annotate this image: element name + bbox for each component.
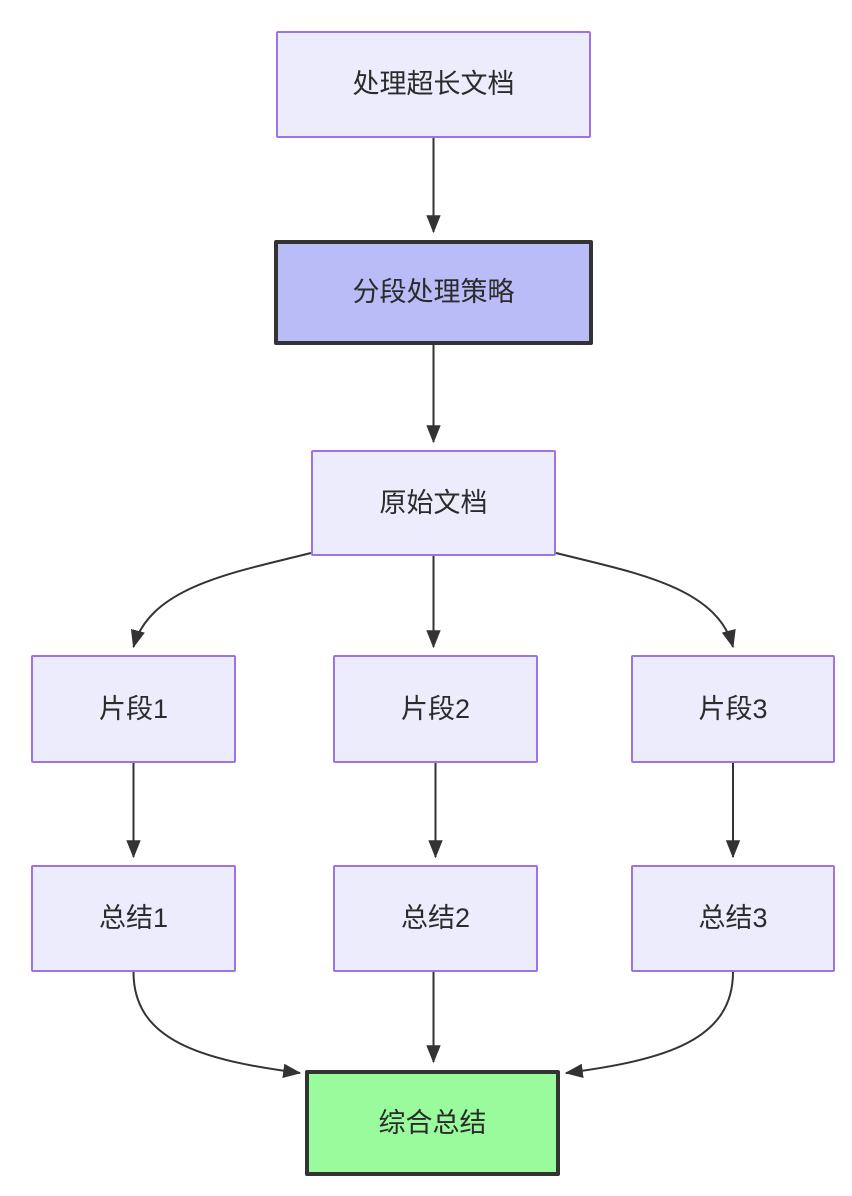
edge-original-to-fragment-1 [130, 552, 312, 649]
node-original-document[interactable]: 原始文档 [311, 450, 556, 556]
edge-summary-3-to-final [564, 971, 734, 1078]
node-final-summary[interactable]: 综合总结 [305, 1070, 560, 1176]
edge-summary-1-to-final [132, 971, 302, 1078]
node-fragment-3-label: 片段3 [698, 693, 768, 724]
node-summary-2[interactable]: 总结2 [333, 865, 538, 972]
node-fragment-2[interactable]: 片段2 [333, 655, 538, 763]
node-long-document-label: 处理超长文档 [352, 69, 515, 100]
node-summary-1-label: 总结1 [98, 903, 169, 934]
edge-original-to-fragment-3 [555, 552, 736, 649]
node-summary-1[interactable]: 总结1 [31, 865, 236, 972]
node-chunking-strategy-label: 分段处理策略 [352, 277, 515, 308]
node-summary-3[interactable]: 总结3 [631, 865, 835, 972]
node-long-document[interactable]: 处理超长文档 [276, 31, 591, 138]
node-final-summary-label: 综合总结 [378, 1107, 487, 1138]
node-summary-2-label: 总结2 [400, 903, 471, 934]
node-chunking-strategy[interactable]: 分段处理策略 [274, 240, 593, 345]
node-summary-3-label: 总结3 [698, 903, 768, 934]
node-fragment-1-label: 片段1 [98, 693, 169, 724]
node-fragment-1[interactable]: 片段1 [31, 655, 236, 763]
node-original-document-label: 原始文档 [379, 487, 488, 518]
node-fragment-2-label: 片段2 [400, 693, 471, 724]
node-fragment-3[interactable]: 片段3 [631, 655, 835, 763]
